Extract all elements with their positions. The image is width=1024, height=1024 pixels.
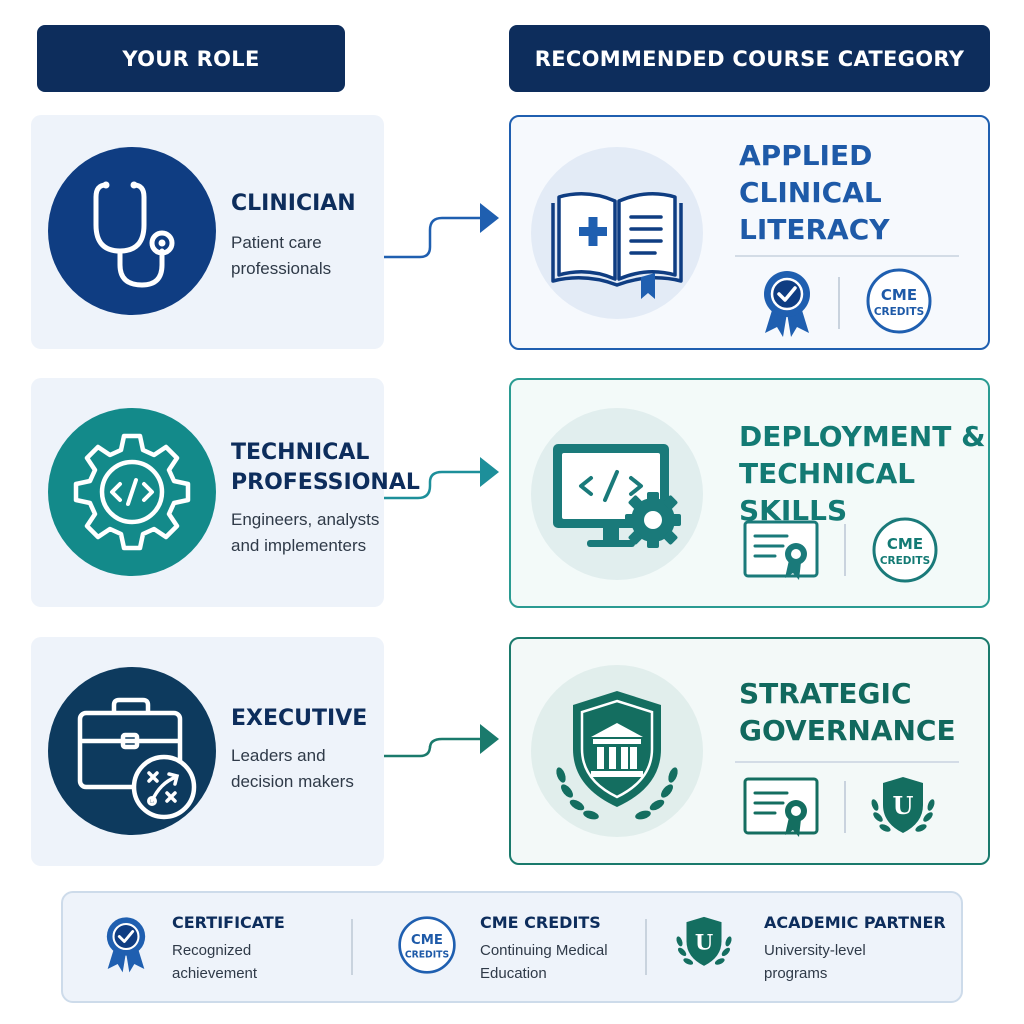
cme-label-bottom: CREDITS [880,555,930,567]
cme-label-bottom: CREDITS [874,306,924,318]
connector-executive [384,737,480,758]
legend-separator [645,919,647,975]
connector-clinician [384,216,480,259]
role-title-executive: EXECUTIVE [231,706,368,731]
cme-label-bottom: CREDITS [405,949,449,960]
legend-separator [351,919,353,975]
crest-letter: U [695,929,713,954]
recommended-course-header-text: RECOMMENDED COURSE CATEGORY [534,46,965,71]
certificate-icon [743,777,819,837]
legend-title-certificate: CERTIFICATE [172,913,285,932]
certificate-icon [743,520,819,580]
legend-title-cme-credits: CME CREDITS [480,913,601,932]
course-card-deployment-technical-skills[interactable]: DEPLOYMENT &TECHNICAL SKILLS CME CREDITS [509,378,990,608]
badge-separator [844,781,846,833]
connector-arrow-clinical [480,203,499,233]
university-crest-icon: U [676,916,732,966]
medical-book-icon [531,147,703,319]
cme-credits-icon: CME CREDITS [398,916,456,974]
role-title-clinician: CLINICIAN [231,191,356,216]
cme-credits-icon: CME CREDITS [872,517,938,583]
badge-separator [844,524,846,576]
award-ribbon-icon [764,271,810,337]
badge-separator [838,277,840,329]
award-ribbon-icon [106,917,146,973]
gear-code-icon [48,408,216,576]
cme-label-top: CME [881,286,917,304]
connector-arrow-governance [480,724,499,754]
course-title-deployment-technical-skills: DEPLOYMENT &TECHNICAL SKILLS [739,420,986,527]
briefcase-strategy-icon [48,667,216,835]
cme-label-top: CME [887,535,923,553]
legend-title-academic-partner: ACADEMIC PARTNER [764,913,946,932]
your-role-header-text: YOUR ROLE [122,46,260,71]
cme-credits-icon: CME CREDITS [866,268,932,334]
monitor-code-icon [531,408,703,580]
course-divider [735,761,959,763]
cme-label-top: CME [411,933,443,948]
course-divider [735,255,959,257]
institution-shield-icon [531,665,703,837]
connector-arrow-deployment [480,457,499,487]
legend-item-cme-credits: CME CREDITS CME CREDITS Continuing Medic… [383,893,683,1001]
university-crest-icon: U [871,777,935,833]
stethoscope-icon [48,147,216,315]
your-role-header: YOUR ROLE [37,25,345,92]
recommended-course-header: RECOMMENDED COURSE CATEGORY [509,25,990,92]
crest-letter: U [893,791,914,820]
